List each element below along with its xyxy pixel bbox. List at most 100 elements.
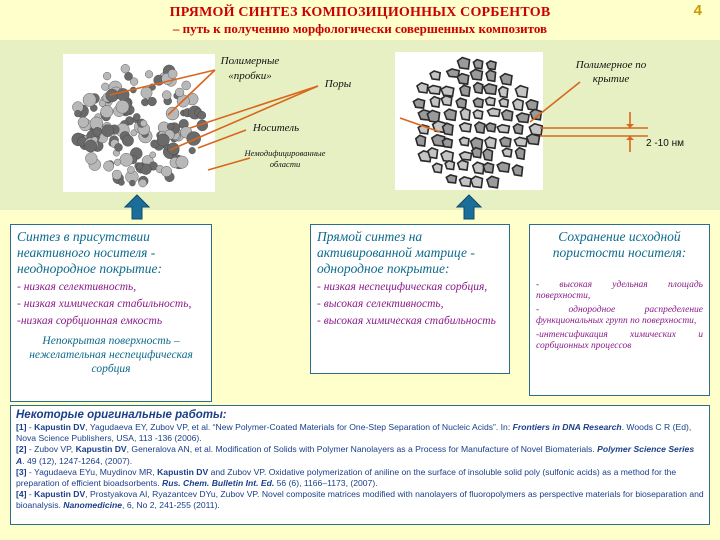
particle <box>84 139 98 153</box>
particle <box>129 179 136 187</box>
coated-particle <box>429 70 442 81</box>
pointer-pores-right <box>399 117 441 133</box>
coated-particle <box>426 84 442 95</box>
particle <box>149 151 156 159</box>
particle <box>124 72 133 81</box>
box-porosity: Сохранение исходной пористости носителя:… <box>529 224 710 396</box>
particle <box>100 105 114 118</box>
particle <box>82 93 97 107</box>
particle <box>115 100 130 114</box>
coated-particle <box>472 97 485 109</box>
coated-particle <box>525 133 541 146</box>
particle <box>139 119 148 128</box>
particle <box>165 106 180 121</box>
up-arrow-right <box>456 194 482 220</box>
coated-particle <box>485 60 497 71</box>
box-right-item: - высокая удельная площадь поверхности, <box>536 280 703 301</box>
figure-panel: Полимерные «пробки» Поры Носитель Немоди… <box>0 40 720 210</box>
coated-particle <box>529 108 543 121</box>
coated-particle <box>514 146 526 161</box>
coated-particle <box>500 109 514 122</box>
coated-particle <box>445 68 461 79</box>
particle <box>85 152 98 165</box>
coated-particle <box>443 108 458 122</box>
particle <box>101 82 110 91</box>
coated-particle <box>458 136 470 147</box>
box-direct-synthesis: Прямой синтез на активированной матрице … <box>310 224 510 374</box>
box-left-heading: Синтез в присутствии неактивного носител… <box>17 229 163 276</box>
coated-particle <box>472 58 484 70</box>
coated-particle <box>416 82 429 94</box>
particle <box>114 158 122 166</box>
coated-particle <box>473 121 486 135</box>
pointer-lines <box>109 69 648 171</box>
particle <box>77 116 89 128</box>
coated-particle <box>470 146 483 159</box>
particle <box>181 80 191 91</box>
particle <box>138 178 147 188</box>
coated-particle <box>458 121 472 133</box>
coated-particle <box>441 122 454 136</box>
particle <box>197 111 207 120</box>
coated-particle <box>456 72 470 86</box>
coated-particle <box>472 109 484 120</box>
references-heading: Некоторые оригинальные работы: <box>16 409 227 421</box>
pointer-plugs-2 <box>167 69 216 116</box>
coated-particle <box>429 95 441 109</box>
up-arrow-left <box>124 194 150 220</box>
particle <box>120 64 130 74</box>
pointer-carrier <box>197 129 247 149</box>
coated-particle <box>456 159 469 172</box>
box-middle-heading: Прямой синтез на активированной матрице … <box>317 229 475 276</box>
coated-particle <box>439 85 455 98</box>
box-right-heading: Сохранение исходной пористости носителя: <box>552 229 687 260</box>
coated-particle <box>458 84 471 98</box>
coated-particle <box>471 161 485 175</box>
particle <box>144 70 153 79</box>
coated-particle <box>469 136 484 151</box>
pointer-pores-1 <box>189 85 319 129</box>
coated-particle <box>484 96 496 107</box>
coated-particle <box>482 161 495 174</box>
particle <box>92 127 102 137</box>
uniform-coating-micrograph <box>412 56 544 189</box>
box-inactive-carrier: Синтез в присутствии неактивного носител… <box>10 224 212 402</box>
particle <box>161 90 172 100</box>
coated-particle <box>456 56 471 70</box>
coated-particle <box>499 72 513 86</box>
coated-particle <box>459 107 471 122</box>
references-box: Некоторые оригинальные работы: [1] - Kap… <box>10 405 710 525</box>
label-thickness: 2 -10 нм <box>646 138 684 149</box>
particle <box>103 160 115 172</box>
reference-3: [3] - Yagudaeva EYu, Muydinov MR, Kapust… <box>16 466 677 489</box>
coated-particle <box>486 107 501 118</box>
particle <box>118 179 125 186</box>
box-middle-item: - высокая химическая стабильность <box>317 315 496 327</box>
box-left-item: - низкая селективность, <box>17 281 137 293</box>
particle <box>156 133 170 147</box>
label-pores: Поры <box>324 78 352 90</box>
particle <box>136 162 144 170</box>
particle <box>122 134 134 147</box>
left-micrograph-frame <box>63 54 215 192</box>
title-band: ПРЯМОЙ СИНТЕЗ КОМПОЗИЦИОННЫХ СОРБЕНТОВ –… <box>0 0 720 38</box>
coated-particle <box>528 122 544 137</box>
coated-particle <box>482 83 498 96</box>
particle <box>130 129 138 137</box>
coated-particle <box>498 97 510 108</box>
page-subtitle: – путь к получению морфологически соверш… <box>172 21 548 36</box>
arrowhead-bottom <box>626 136 634 140</box>
particle <box>175 155 189 169</box>
box-left-item: -низкая сорбционная емкость <box>17 315 163 327</box>
particle <box>160 165 172 177</box>
coated-particle <box>441 137 454 149</box>
particle <box>174 87 185 98</box>
coated-particle <box>444 159 456 171</box>
particle <box>129 77 139 86</box>
coated-particle <box>440 149 455 163</box>
coated-particle <box>496 123 511 134</box>
particle <box>188 147 196 155</box>
label-polymer-plugs: Полимерные «пробки» <box>220 55 280 82</box>
coated-particle <box>426 146 439 160</box>
coated-particle <box>501 147 513 158</box>
